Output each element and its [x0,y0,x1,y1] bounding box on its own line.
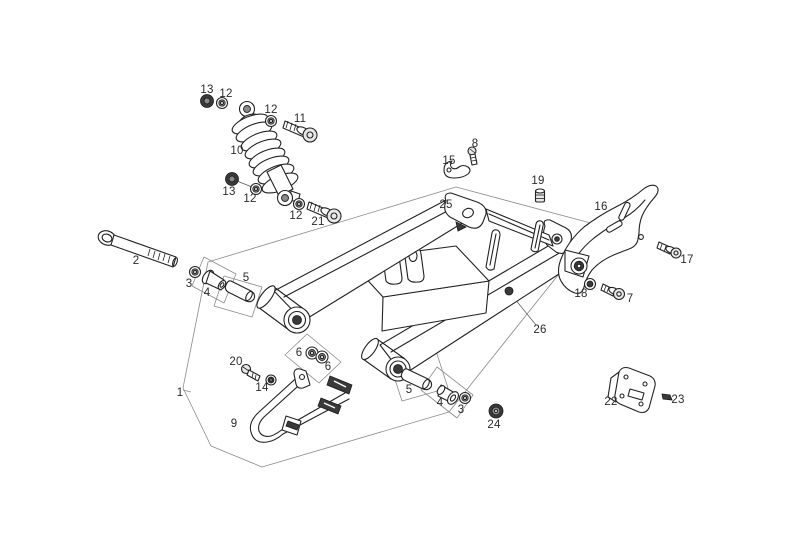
part-24-lock-nut [488,403,504,419]
part-22-tensioner-plate [607,366,656,414]
part-label-26: 26 [533,324,547,336]
part-label-4: 4 [436,397,444,409]
part-label-1: 1 [176,387,184,399]
part-label-24: 24 [487,419,501,431]
part-5-spacer-left [224,280,256,303]
part-11-bolt [282,120,318,143]
part-label-2: 2 [132,255,140,267]
part-label-21: 21 [311,216,325,228]
part-label-9: 9 [230,418,238,430]
part-label-14: 14 [255,382,269,394]
part-label-5: 5 [405,384,413,396]
part-12-washer-lower1 [249,182,263,196]
part-label-6: 6 [295,347,303,359]
part-label-22: 22 [604,396,618,408]
part-17-guard-screw [656,241,682,259]
part-13-nut-top [200,94,214,108]
part-12-washer-top1 [215,96,229,110]
part-12-washer-lower2 [292,197,306,211]
part-label-13: 13 [200,84,214,96]
part-label-3: 3 [185,278,193,290]
part-6-washers [305,346,329,364]
part-label-4: 4 [203,287,211,299]
part-label-8: 8 [471,138,479,150]
part-label-16: 16 [594,201,608,213]
part-2-pivot-bolt [97,230,178,268]
part-25-swingarm [256,192,580,382]
part-label-10: 10 [230,145,244,157]
part-label-25: 25 [439,199,453,211]
part-label-11: 11 [293,113,307,125]
part-16-chain-guard [557,184,659,294]
group-box-washers-6 [284,333,342,384]
part-13-nut-lower [225,172,239,186]
part-12-washer-top2 [264,114,278,128]
part-4-bushing-bottom [436,384,460,405]
part-label-23: 23 [671,394,685,406]
part-5-spacer-bottom [400,368,433,391]
part-9-chain-slider [249,368,353,443]
part-3-washer-bottom [458,391,472,405]
part-label-17: 17 [680,254,694,266]
part-23-plate-screw [661,393,673,401]
part-20-screw [240,363,261,382]
part-4-bushing-left [201,269,227,291]
part-label-3: 3 [457,404,465,416]
part-21-bolt [306,201,342,224]
part-19-bush [534,188,546,203]
part-label-19: 19 [531,175,545,187]
part-7-bolt [600,283,626,301]
part-label-12: 12 [219,88,233,100]
part-3-washer-left [188,265,202,279]
part-label-13: 13 [222,186,236,198]
part-label-12: 12 [243,193,257,205]
part-15-clamp [443,160,471,179]
part-label-12: 12 [264,104,278,116]
part-label-6: 6 [324,361,332,373]
part-18-nut [583,277,597,291]
part-8-screw [467,146,478,166]
part-label-12: 12 [289,210,303,222]
part-label-5: 5 [242,272,250,284]
part-label-18: 18 [574,288,588,300]
part-10-shock-absorber [231,100,301,207]
part-14-nut-washer [265,374,277,386]
part-label-20: 20 [229,356,243,368]
part-26-grease-pin [504,286,514,296]
part-label-15: 15 [442,155,456,167]
part-label-7: 7 [626,293,634,305]
